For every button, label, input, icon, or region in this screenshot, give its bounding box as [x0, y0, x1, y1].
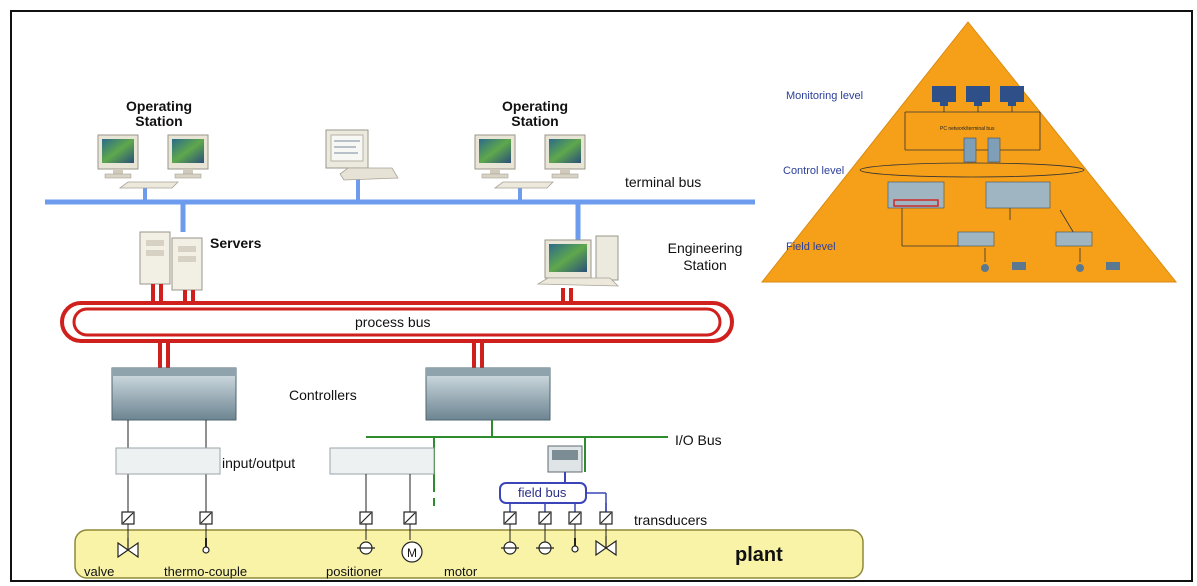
- diagram-frame: [10, 10, 1193, 582]
- thermocouple-icon: [571, 538, 579, 553]
- input-output-label: input/output: [222, 455, 296, 471]
- pyramid-network-lines: [859, 106, 1085, 262]
- monitoring-level-pcs-icon: [932, 86, 1024, 106]
- controller-rack-icon: [111, 367, 237, 421]
- process-bus-label: process bus: [355, 314, 431, 330]
- io-module-icon: [329, 447, 435, 475]
- pyramid-server-icons: [963, 137, 1001, 163]
- motor-label: motor: [444, 564, 478, 579]
- keyboard-icon: [119, 181, 179, 189]
- transducer-icon: [538, 511, 552, 525]
- plant-area: [74, 529, 864, 579]
- controller-rack-icon: [425, 367, 551, 421]
- io-bus-label: I/O Bus: [675, 432, 722, 448]
- thermo-couple-label: thermo-couple: [164, 564, 248, 579]
- motor-symbol-letter: M: [407, 546, 417, 560]
- field-level-label: Field level: [786, 241, 836, 253]
- operating-station-label: Operating Station: [501, 98, 569, 129]
- transducer-icon: [599, 511, 613, 525]
- transducer-icon: [199, 511, 213, 525]
- keyboard-icon: [494, 181, 554, 189]
- plant-label: plant: [735, 544, 783, 566]
- left-io-wiring: [127, 420, 207, 538]
- terminal-workstation-icon: [325, 129, 399, 181]
- transducer-icon: [568, 511, 582, 525]
- transducer-icon: [503, 511, 517, 525]
- operator-monitor-icon: [544, 134, 586, 179]
- process-bus-ring-outer: [60, 301, 734, 343]
- transducer-icon: [359, 511, 373, 525]
- engineering-station-label: Engineering Station: [667, 240, 743, 273]
- terminal-bus-label: terminal bus: [625, 174, 702, 190]
- field-bus-label: field bus: [518, 485, 567, 500]
- servers-label: Servers: [210, 235, 262, 251]
- io-module-icon: [115, 447, 221, 475]
- transducers-label: transducers: [634, 512, 708, 528]
- operator-monitor-icon: [97, 134, 139, 179]
- transducer-icon: [403, 511, 417, 525]
- monitoring-level-label: Monitoring level: [786, 90, 864, 102]
- engineering-workstation-icon: [536, 235, 619, 287]
- operator-monitor-icon: [167, 134, 209, 179]
- positioner-label: positioner: [326, 564, 383, 579]
- thermocouple-icon: [202, 538, 210, 554]
- fieldbus-coupler-icon: [547, 445, 583, 473]
- control-level-label: Control level: [783, 165, 845, 177]
- pyramid-controller-icons: [887, 181, 1051, 209]
- transducer-icon: [121, 511, 135, 525]
- valve-label: valve: [84, 564, 115, 579]
- controllers-label: Controllers: [289, 387, 357, 403]
- process-bus-ring-inner: [72, 307, 722, 337]
- right-io-wiring: [365, 474, 411, 540]
- pyramid-field-io-icons: [957, 231, 1120, 272]
- fieldbus-branches: [509, 492, 607, 512]
- motor-icon: M: [401, 541, 423, 563]
- server-icon: [139, 231, 203, 291]
- operator-monitor-icon: [474, 134, 516, 179]
- pc-network-caption: PC network/terminal bus: [940, 126, 995, 132]
- operating-station-label: Operating Station: [125, 98, 193, 129]
